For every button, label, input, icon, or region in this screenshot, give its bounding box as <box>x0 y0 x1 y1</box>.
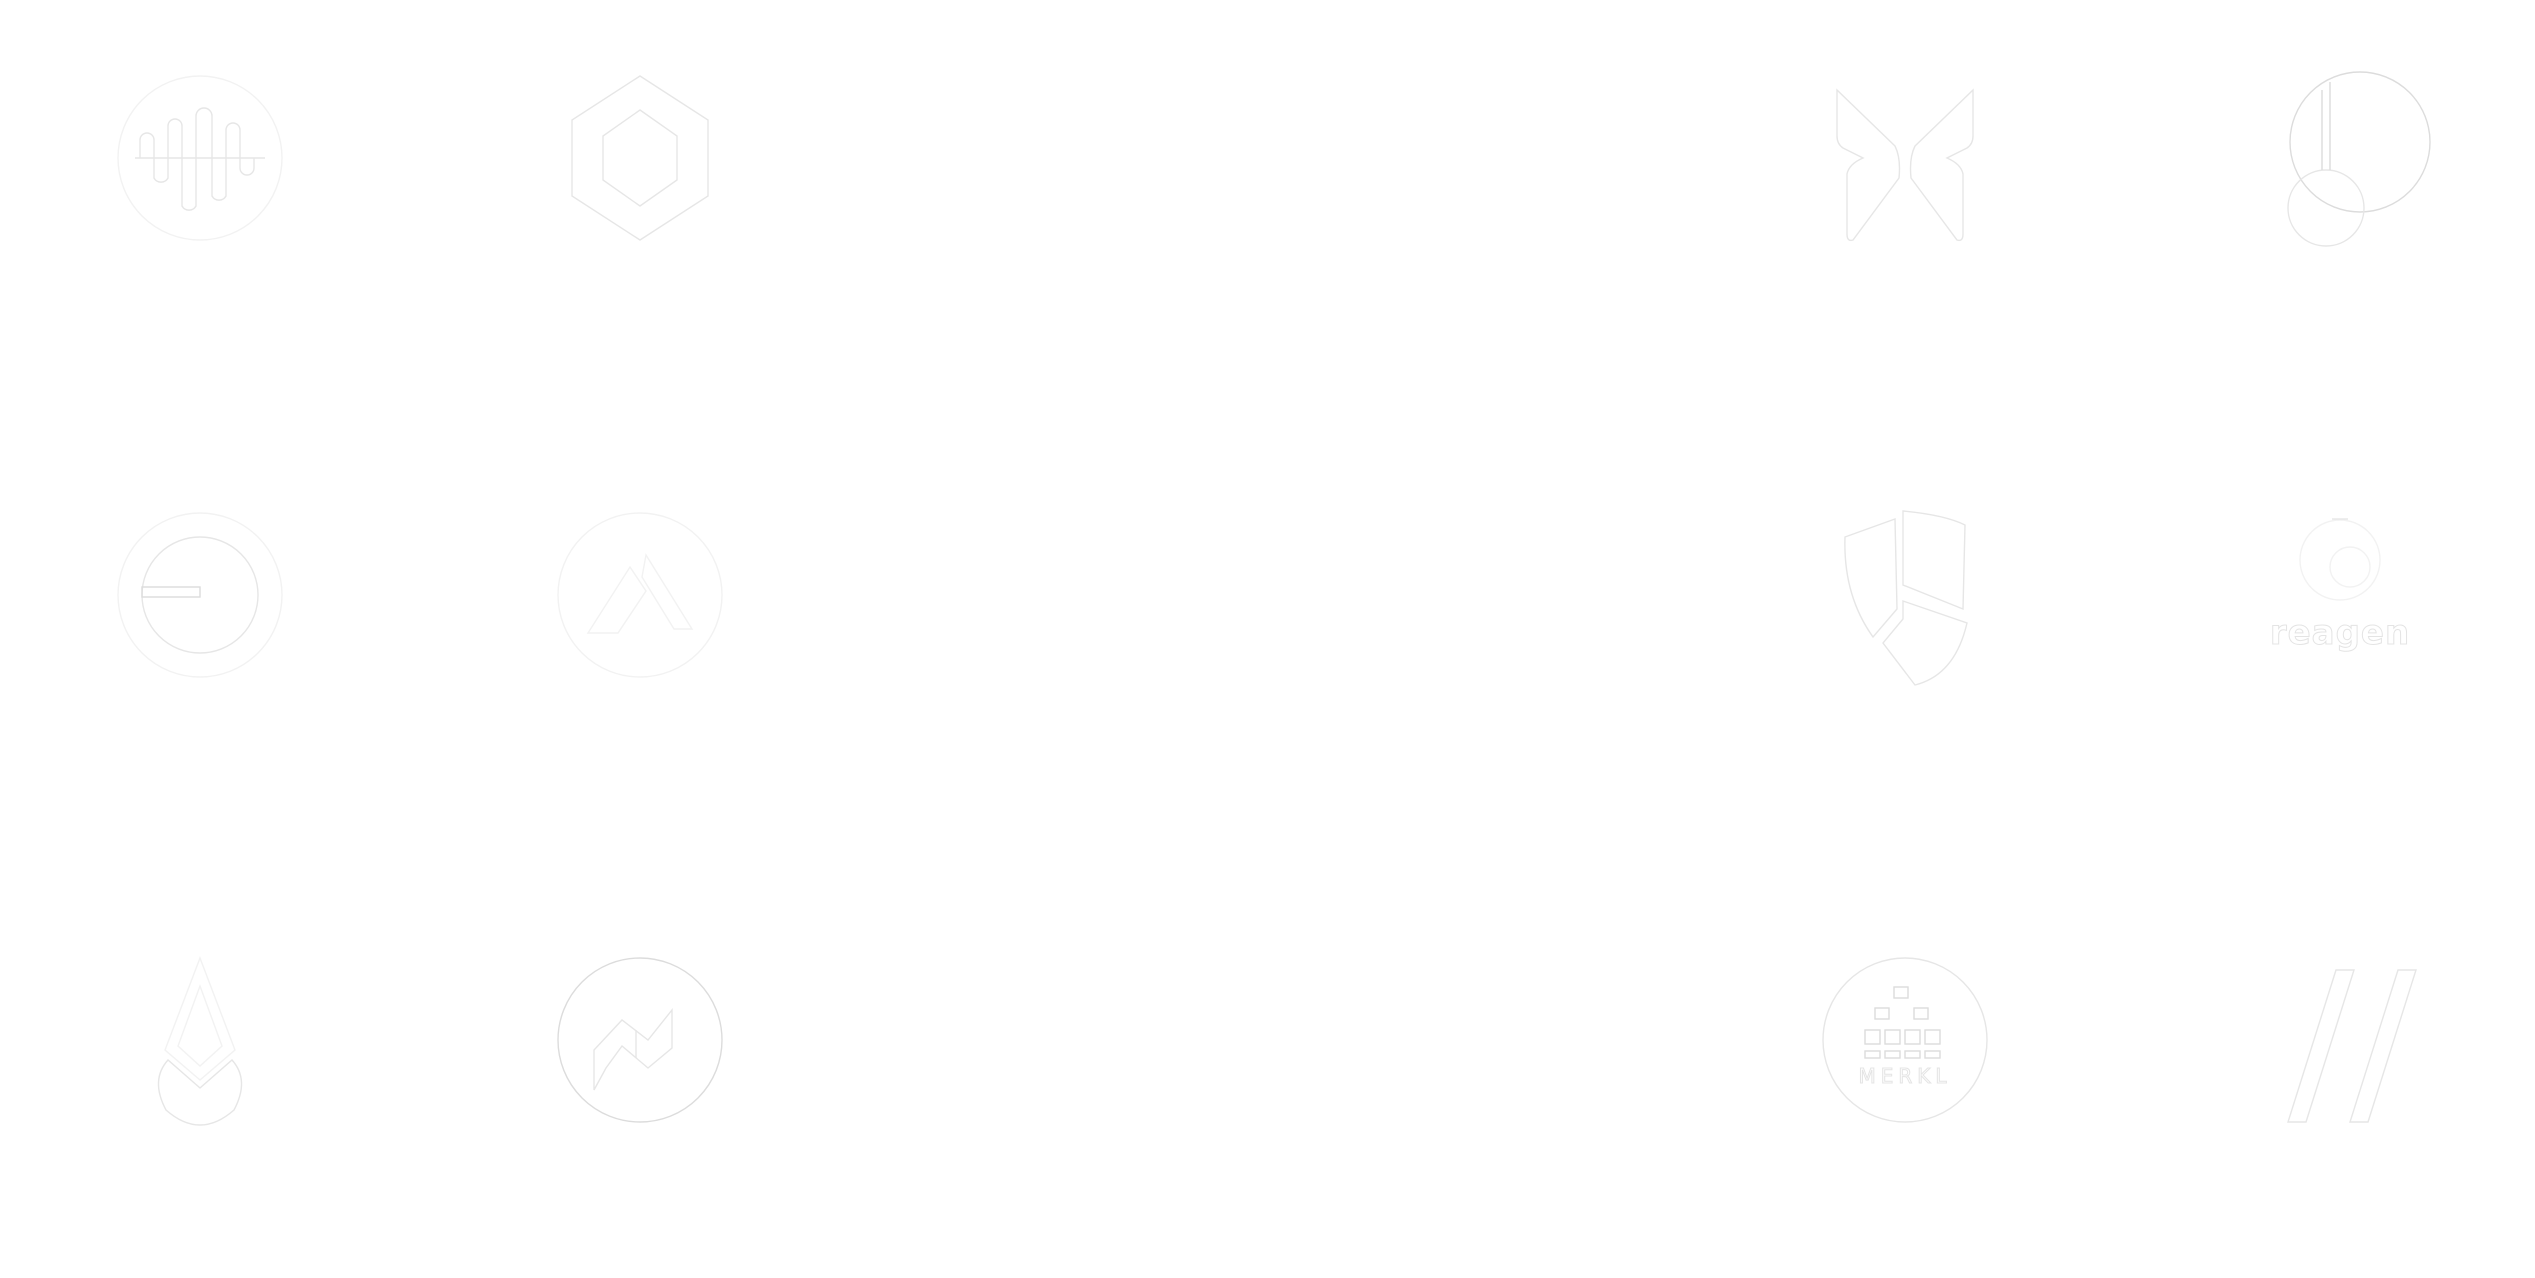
merkle-tree-icon <box>1822 957 1988 1123</box>
theta-circle-logo <box>110 505 290 685</box>
hexagon-logo <box>550 68 730 248</box>
theta-icon <box>117 512 283 678</box>
sound-wave-icon <box>117 75 283 241</box>
sound-wave-circle-logo <box>110 68 290 248</box>
double-slash-logo <box>2250 950 2430 1130</box>
droplet-logo <box>110 950 290 1130</box>
merkl-wordmark: MERKL <box>1858 1064 1952 1089</box>
pin-circles-logo <box>2250 68 2431 248</box>
droplet-icon <box>157 956 243 1126</box>
shield-icon <box>1844 510 1968 686</box>
globe-badge-icon <box>2299 518 2381 601</box>
mountain-icon <box>557 512 723 678</box>
butterfly-icon <box>1836 88 1974 242</box>
bolt-icon <box>557 957 723 1123</box>
mountain-circle-logo <box>550 505 730 685</box>
bolt-circle-logo <box>550 950 730 1130</box>
badge-wordmark-text: reagen <box>2269 613 2411 654</box>
badge-wordmark-logo: reagen <box>2250 505 2430 685</box>
hexagon-icon <box>571 75 709 241</box>
double-slash-icon <box>2287 969 2417 1123</box>
butterfly-logo <box>1815 68 1995 248</box>
shield-logo <box>1815 505 1995 686</box>
merkl-logo: MERKL <box>1815 950 1995 1130</box>
pin-circles-icon <box>2287 71 2431 247</box>
